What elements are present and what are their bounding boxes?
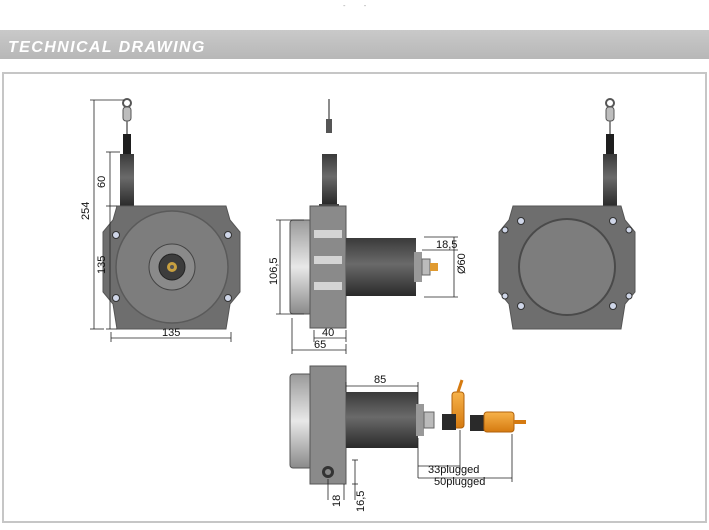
technical-drawing: 254 60 135 135 <box>80 98 636 512</box>
dim-40: 40 <box>322 327 334 339</box>
top-marks: - - <box>343 2 375 10</box>
dim-16-5: 16,5 <box>355 491 367 512</box>
dim-50-plugged: 50plugged <box>434 476 485 488</box>
motor-side <box>346 238 416 296</box>
dim-135-horizontal: 135 <box>162 327 180 339</box>
dim-diameter-60: Ø60 <box>456 253 468 274</box>
back-view <box>498 98 636 330</box>
front-view: 254 60 135 135 <box>80 98 241 342</box>
bottom-view: 85 33plugged 50plugged 18 16,5 <box>289 365 526 512</box>
cable-housing-side <box>322 154 337 204</box>
flange-side <box>309 205 347 329</box>
dim-60: 60 <box>96 176 108 188</box>
dim-18-5: 18,5 <box>436 239 457 251</box>
angled-connector <box>442 379 465 430</box>
dim-254: 254 <box>80 202 92 220</box>
dim-65: 65 <box>314 339 326 351</box>
section-header: TECHNICAL DRAWING <box>0 30 709 59</box>
dim-33-plugged: 33plugged <box>428 464 479 476</box>
cable-hook-front <box>122 98 132 154</box>
dim-135-vertical: 135 <box>96 256 108 274</box>
drum-side <box>289 219 313 315</box>
cable-housing-front <box>120 154 134 206</box>
section-title: TECHNICAL DRAWING <box>8 39 206 56</box>
straight-connector <box>470 411 526 433</box>
dim-106-5: 106,5 <box>268 257 280 285</box>
motor-bottom <box>346 392 418 448</box>
dim-85: 85 <box>374 374 386 386</box>
side-view: 106,5 18,5 Ø60 40 65 <box>268 99 468 354</box>
drawing-panel: 254 60 135 135 <box>2 72 707 523</box>
dim-18: 18 <box>331 495 343 507</box>
